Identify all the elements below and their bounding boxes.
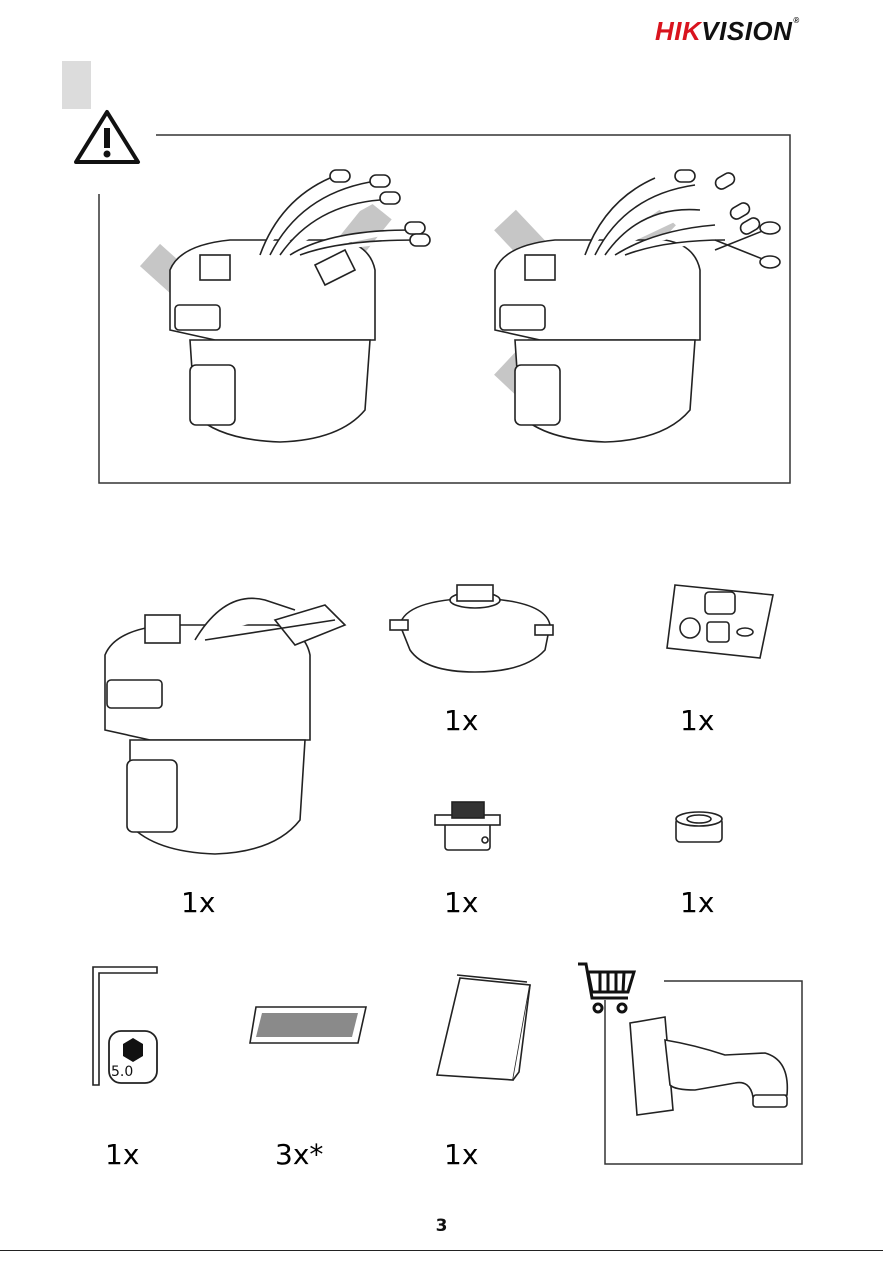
camera-illustration	[95, 580, 370, 855]
adapter-quantity: 1x	[444, 886, 478, 919]
connector-kit-illustration	[665, 580, 775, 660]
hex-key-quantity: 1x	[105, 1138, 139, 1171]
connector-kit-quantity: 1x	[680, 704, 714, 737]
page-number: 3	[0, 1216, 883, 1236]
wall-mount-bracket-illustration	[625, 1015, 800, 1115]
section-marker	[62, 61, 91, 109]
mounting-base-quantity: 1x	[444, 704, 478, 737]
manual-quantity: 1x	[444, 1138, 478, 1171]
seal-ring-quantity: 1x	[680, 886, 714, 919]
hikvision-logo: HIKVISION®	[655, 16, 800, 47]
adapter-illustration	[430, 800, 505, 855]
sticker-illustration	[248, 1005, 368, 1045]
hex-key-size: 5.0	[111, 1064, 133, 1080]
manual-illustration	[435, 970, 535, 1085]
wiring-illustration-cut-cables	[475, 160, 785, 450]
sticker-quantity: 3x*	[275, 1138, 323, 1171]
camera-quantity: 1x	[181, 886, 215, 919]
mounting-base-illustration	[385, 580, 565, 675]
wiring-illustration-keep-cables	[140, 160, 440, 450]
seal-ring-illustration	[672, 810, 727, 848]
footer-divider	[0, 1250, 883, 1251]
